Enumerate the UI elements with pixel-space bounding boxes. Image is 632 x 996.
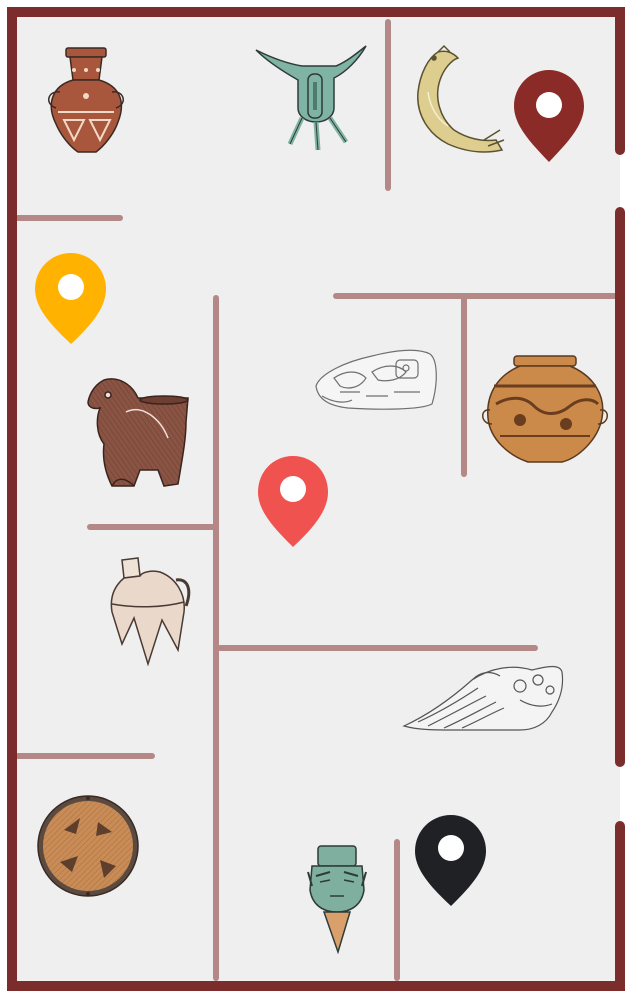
pottery-li-vessel-icon[interactable]	[110, 557, 191, 667]
jade-dragon-pendant-icon[interactable]	[417, 44, 505, 153]
red-location-marker[interactable]	[258, 456, 328, 547]
inner-walls	[15, 19, 617, 981]
jade-beast-carving-icon[interactable]	[402, 665, 564, 731]
jade-cong-plaque-icon[interactable]	[315, 349, 437, 410]
yellow-location-marker[interactable]	[35, 253, 106, 344]
black-location-marker[interactable]	[415, 815, 486, 906]
bronze-mask-head-icon[interactable]	[307, 845, 367, 955]
painted-pottery-jar-icon[interactable]	[482, 355, 608, 463]
outer-walls	[7, 7, 625, 991]
owl-shaped-vessel-icon[interactable]	[87, 378, 189, 487]
dark-red-location-marker[interactable]	[514, 70, 584, 162]
painted-pottery-basin-icon[interactable]	[37, 795, 139, 897]
painted-pottery-vase-icon[interactable]	[48, 47, 124, 153]
outer-wall-segment	[7, 7, 625, 991]
bronze-jue-vessel-icon[interactable]	[255, 45, 367, 151]
